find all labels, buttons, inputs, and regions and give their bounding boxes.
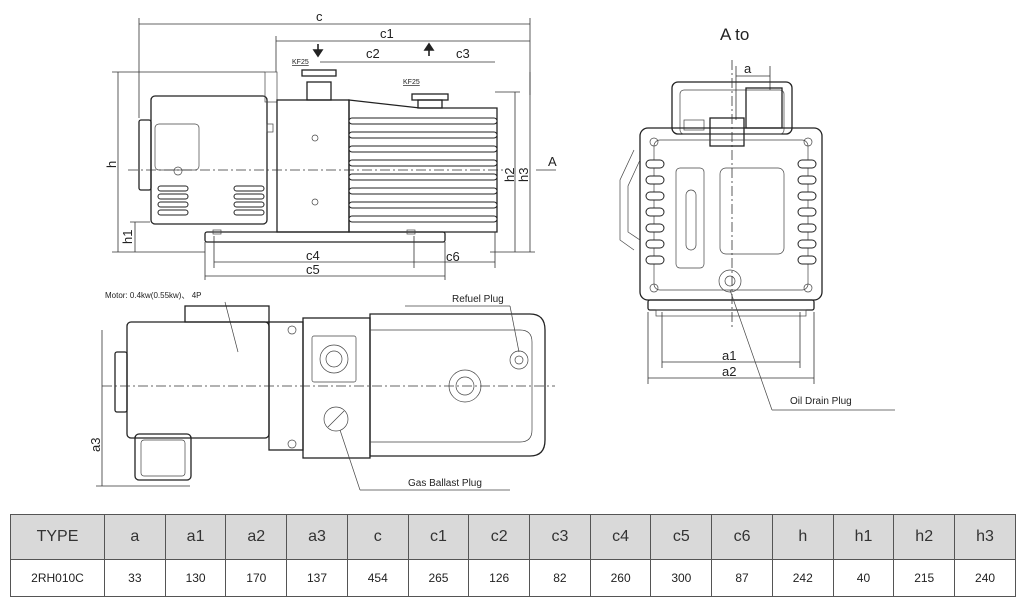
end-fins-left [645, 159, 665, 265]
table-cell: 2RH010C [10, 559, 105, 597]
dim-h: h [104, 161, 119, 168]
dim-c1: c1 [380, 26, 394, 41]
outlet-arrow-icon [423, 42, 435, 56]
dim-a3: a3 [88, 438, 103, 452]
column-header: a3 [286, 514, 348, 560]
column-header: a [104, 514, 166, 560]
side-view: c c1 c2 c3 KF25 KF25 h h1 h2 h3 A [104, 9, 557, 280]
column-header: a1 [164, 514, 227, 560]
table-cell: 130 [164, 559, 227, 597]
dim-a: a [744, 61, 752, 76]
dim-a2: a2 [722, 364, 736, 379]
dim-c4: c4 [306, 248, 320, 263]
oil-drain-plug-label: Oil Drain Plug [790, 396, 852, 407]
inlet-arrow-icon [312, 44, 324, 58]
table-cell: 33 [104, 559, 166, 597]
column-header: c2 [468, 514, 531, 560]
column-header: h3 [954, 514, 1016, 560]
pump-fins [348, 117, 498, 223]
table-cell: 260 [589, 559, 652, 597]
table-cell: 170 [225, 559, 288, 597]
dim-a1: a1 [722, 348, 736, 363]
column-header: h [771, 514, 834, 560]
column-header: h1 [832, 514, 895, 560]
dim-c2: c2 [366, 46, 380, 61]
table-cell: 40 [832, 559, 895, 597]
table-cell: 454 [346, 559, 409, 597]
port-out-label: KF25 [403, 79, 420, 86]
refuel-plug-label: Refuel Plug [452, 294, 504, 305]
table-cell: 240 [954, 559, 1016, 597]
dim-c5: c5 [306, 262, 320, 277]
table-cell: 215 [893, 559, 956, 597]
dim-c: c [316, 9, 323, 24]
view-title: A to [720, 25, 749, 44]
column-header: c5 [650, 514, 713, 560]
column-header: c1 [407, 514, 470, 560]
gas-ballast-plug-label: Gas Ballast Plug [408, 478, 482, 489]
column-header: c4 [589, 514, 652, 560]
end-view: A to a [619, 25, 895, 411]
table-cell: 265 [407, 559, 470, 597]
dim-h2: h2 [502, 168, 517, 182]
table-cell: 126 [468, 559, 531, 597]
column-header: TYPE [10, 514, 105, 560]
dim-c6: c6 [446, 249, 460, 264]
table-cell: 242 [771, 559, 834, 597]
dim-c3: c3 [456, 46, 470, 61]
column-header: h2 [893, 514, 956, 560]
table-cell: 82 [529, 559, 591, 597]
column-header: c3 [529, 514, 591, 560]
column-header: a2 [225, 514, 288, 560]
column-header: c [346, 514, 409, 560]
dim-h3: h3 [516, 168, 531, 182]
dim-h1: h1 [120, 230, 135, 244]
motor-fins [157, 185, 265, 216]
table-cell: 87 [711, 559, 773, 597]
table-cell: 137 [286, 559, 348, 597]
technical-drawing: c c1 c2 c3 KF25 KF25 h h1 h2 h3 A [88, 9, 895, 491]
end-fins-right [797, 159, 817, 265]
port-in-label: KF25 [292, 59, 309, 66]
column-header: c6 [711, 514, 773, 560]
top-view: Motor: 0.4kw(0.55kw)、 4P a3 Refuel Plug [88, 291, 555, 491]
section-marker: A [548, 154, 557, 169]
table-cell: 300 [650, 559, 713, 597]
motor-label: Motor: 0.4kw(0.55kw)、 4P [105, 291, 201, 300]
